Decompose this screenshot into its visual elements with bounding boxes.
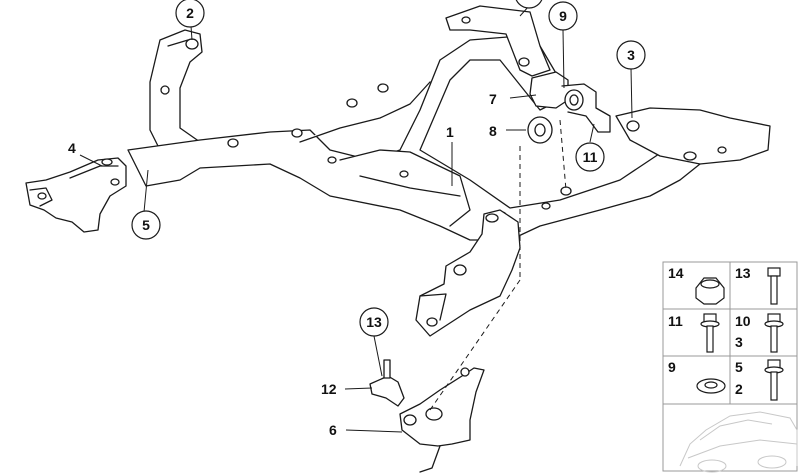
label-8: 8 <box>489 123 497 139</box>
main-carrier-frame <box>127 35 741 241</box>
callout-5: 5 <box>131 210 161 240</box>
nut-icon <box>695 277 725 305</box>
legend-cell-9: 9 <box>668 359 726 394</box>
svg-text:2: 2 <box>735 381 743 397</box>
circled-callouts: 2 9 3 11 5 13 <box>131 0 646 337</box>
svg-text:14: 14 <box>668 265 684 281</box>
label-12: 12 <box>321 381 337 397</box>
callout-3: 3 <box>616 40 646 70</box>
svg-text:5: 5 <box>735 359 743 375</box>
label-7: 7 <box>489 91 497 107</box>
washer-bolt-icon <box>700 313 720 353</box>
svg-text:10: 10 <box>735 313 751 329</box>
rubber-mount-assembly <box>527 71 611 144</box>
legend-cell-10: 10 3 <box>735 313 784 353</box>
parts-legend: 14 13 11 10 3 <box>662 261 798 473</box>
upper-left-arm <box>149 29 203 151</box>
svg-text:11: 11 <box>668 313 683 329</box>
callout-11: 11 <box>575 142 605 172</box>
svg-text:13: 13 <box>735 265 751 281</box>
right-mount-bracket <box>615 107 771 165</box>
bolt-part-12 <box>369 359 405 407</box>
legend-cell-5: 5 2 <box>735 359 784 401</box>
label-1: 1 <box>446 124 454 140</box>
wishbone <box>399 367 485 473</box>
svg-text:13: 13 <box>366 314 382 330</box>
svg-text:9: 9 <box>559 8 567 24</box>
bolt-icon <box>767 267 781 305</box>
svg-text:2: 2 <box>186 5 194 21</box>
callout-partial-top <box>515 0 543 9</box>
svg-text:5: 5 <box>142 217 150 233</box>
legend-cell-11: 11 <box>668 313 720 353</box>
washer-icon <box>696 378 726 394</box>
callout-13: 13 <box>359 307 389 337</box>
svg-text:3: 3 <box>627 47 635 63</box>
callout-2: 2 <box>175 0 205 28</box>
top-center-bracket <box>445 5 551 77</box>
legend-cell-14: 14 <box>668 265 725 305</box>
left-mount-bracket <box>25 157 127 233</box>
flange-bolt-icon <box>764 359 784 401</box>
callout-9: 9 <box>548 1 578 31</box>
svg-text:11: 11 <box>583 149 598 165</box>
plain-callouts: 1 4 7 8 12 6 <box>68 91 497 438</box>
washer-bolt-icon <box>764 313 784 353</box>
svg-text:9: 9 <box>668 359 676 375</box>
label-6: 6 <box>329 422 337 438</box>
label-4: 4 <box>68 140 76 156</box>
lower-arm-bracket <box>415 209 521 337</box>
svg-text:3: 3 <box>735 334 743 350</box>
legend-cell-13: 13 <box>735 265 781 305</box>
car-silhouette-icon <box>679 411 798 473</box>
